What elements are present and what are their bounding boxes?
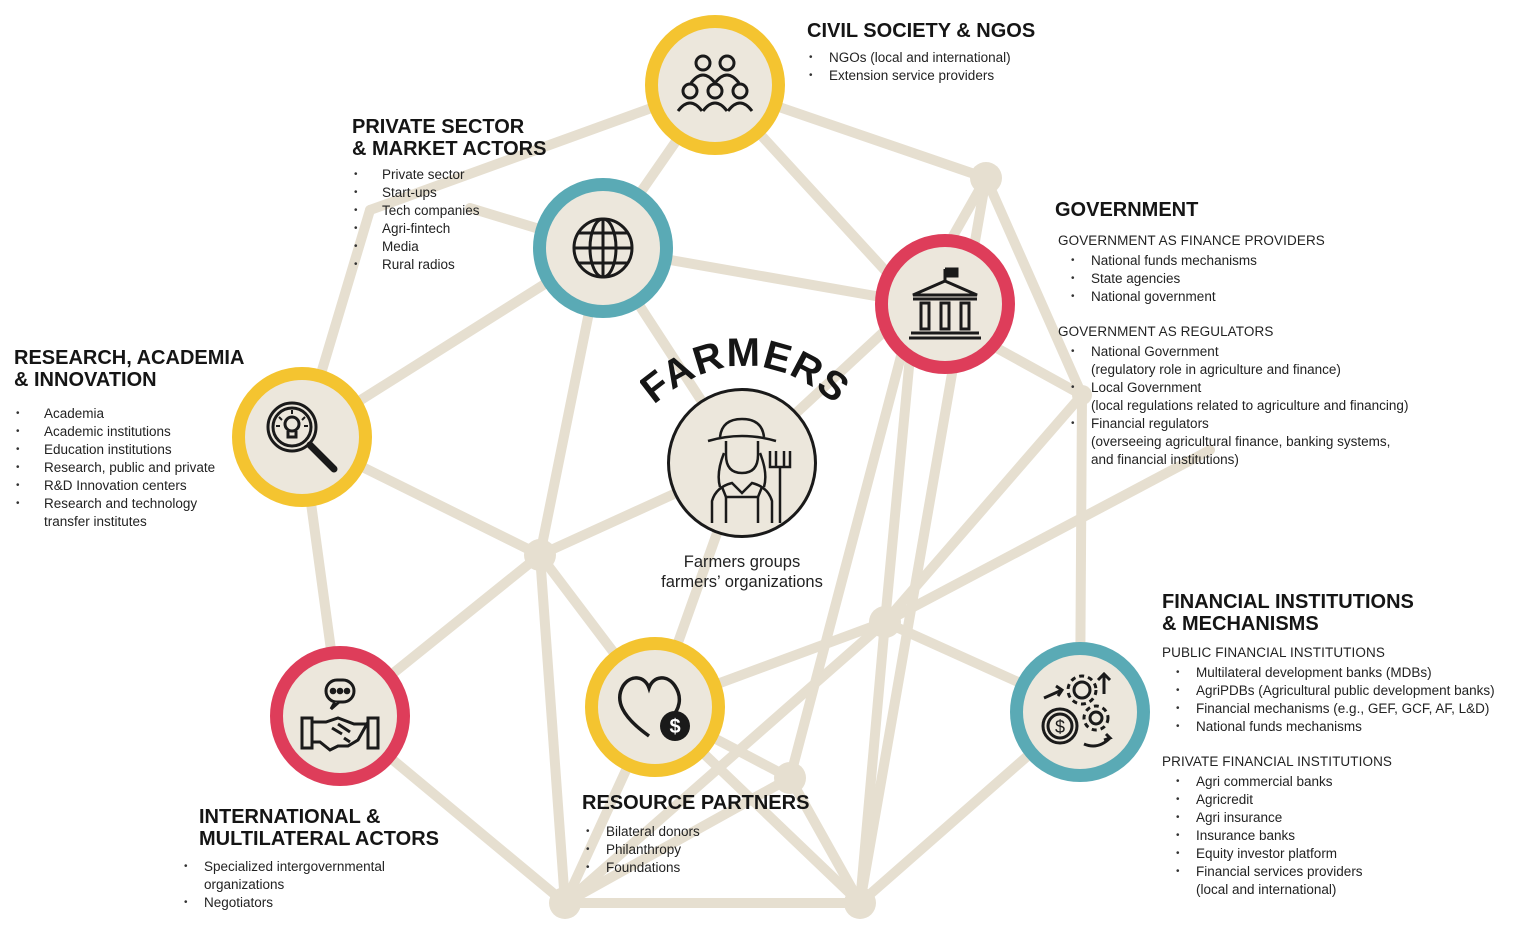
private-sector-node xyxy=(533,178,673,318)
list-item: Multilateral development banks (MDBs) xyxy=(1174,664,1522,682)
title-line: PRIVATE SECTOR xyxy=(352,116,525,138)
list-item: Bilateral donors xyxy=(584,823,809,841)
regulator-name: Local Government xyxy=(1091,380,1202,395)
title-line: & INNOVATION xyxy=(14,369,157,391)
list-item: Negotiators xyxy=(182,894,439,912)
list-item: Academic institutions xyxy=(14,423,244,441)
list-item: Start-ups xyxy=(352,184,546,202)
financial-block: FINANCIAL INSTITUTIONS & MECHANISMS PUBL… xyxy=(1162,591,1522,899)
list-item: Education institutions xyxy=(14,441,244,459)
farmers-node xyxy=(667,388,817,538)
private-sector-block: PRIVATE SECTOR & MARKET ACTORS Private s… xyxy=(352,116,546,274)
international-block: INTERNATIONAL & MULTILATERAL ACTORS Spec… xyxy=(184,806,439,912)
list-item-continuation: transfer institutes xyxy=(44,514,147,529)
government-finance-heading: GOVERNMENT AS FINANCE PROVIDERS xyxy=(1058,233,1325,248)
heart-dollar-icon: $ xyxy=(618,676,690,741)
farmer-with-pitchfork-icon xyxy=(707,417,792,523)
title-line: INTERNATIONAL & xyxy=(199,806,381,828)
resource-partners-block: RESOURCE PARTNERS Bilateral donors Phila… xyxy=(582,792,809,877)
civil-society-node xyxy=(645,15,785,155)
regulator-detail: (local regulations related to agricultur… xyxy=(1091,398,1409,413)
list-item: Agricredit xyxy=(1174,791,1522,809)
government-node xyxy=(875,234,1015,374)
financial-title: FINANCIAL INSTITUTIONS & MECHANISMS xyxy=(1162,591,1522,635)
list-item: Foundations xyxy=(584,859,809,877)
list-item: Equity investor platform xyxy=(1174,845,1522,863)
title-line: FINANCIAL INSTITUTIONS xyxy=(1162,591,1414,613)
list-item: Extension service providers xyxy=(807,67,1035,85)
regulator-detail: and financial institutions) xyxy=(1091,452,1239,467)
government-regulators-heading: GOVERNMENT AS REGULATORS xyxy=(1058,324,1274,339)
list-item: Agri-fintech xyxy=(352,220,546,238)
list-item: Agri commercial banks xyxy=(1174,773,1522,791)
international-title: INTERNATIONAL & MULTILATERAL ACTORS xyxy=(199,806,439,850)
title-line: & MARKET ACTORS xyxy=(352,138,547,160)
title-line: MULTILATERAL ACTORS xyxy=(199,828,439,850)
farmers-subtitle: Farmers groups farmers’ organizations xyxy=(620,552,864,592)
list-item: AgriPDBs (Agricultural public developmen… xyxy=(1174,682,1522,700)
title-line: RESEARCH, ACADEMIA xyxy=(14,347,245,369)
list-item-continuation: organizations xyxy=(204,877,285,892)
civil-society-title: CIVIL SOCIETY & NGOS xyxy=(807,20,1036,42)
magnifier-lightbulb-icon xyxy=(266,401,338,473)
list-item: National funds mechanisms xyxy=(1069,252,1515,270)
research-node xyxy=(232,367,372,507)
government-block: GOVERNMENT GOVERNMENT AS FINANCE PROVIDE… xyxy=(1055,199,1515,469)
title-line: & MECHANISMS xyxy=(1162,613,1319,635)
list-item: Financial services providers xyxy=(1174,863,1522,881)
list-item: Philanthropy xyxy=(584,841,809,859)
list-item: Local Government (local regulations rela… xyxy=(1069,379,1515,415)
financial-public-heading: PUBLIC FINANCIAL INSTITUTIONS xyxy=(1162,645,1385,660)
list-item: NGOs (local and international) xyxy=(807,49,1035,67)
list-item: National Government (regulatory role in … xyxy=(1069,343,1515,379)
farmers-subtitle-line: farmers’ organizations xyxy=(661,573,823,591)
list-item: Research, public and private xyxy=(14,459,244,477)
list-item: Academia xyxy=(14,405,244,423)
government-building-icon xyxy=(909,267,981,340)
globe-icon xyxy=(572,217,634,279)
civil-society-block: CIVIL SOCIETY & NGOS NGOs (local and int… xyxy=(807,20,1035,85)
handshake-chat-icon xyxy=(300,678,380,752)
list-item: National funds mechanisms xyxy=(1174,718,1522,736)
regulator-detail: (overseeing agricultural finance, bankin… xyxy=(1091,434,1391,449)
list-item: State agencies xyxy=(1069,270,1515,288)
financial-private-heading: PRIVATE FINANCIAL INSTITUTIONS xyxy=(1162,754,1393,769)
svg-text:$: $ xyxy=(1055,717,1065,737)
list-item: Tech companies xyxy=(352,202,546,220)
list-item: Private sector xyxy=(352,166,546,184)
research-block: RESEARCH, ACADEMIA & INNOVATION Academia… xyxy=(14,347,244,531)
farmers-subtitle-line: Farmers groups xyxy=(683,553,801,571)
international-node xyxy=(270,646,410,786)
list-item: Financial mechanisms (e.g., GEF, GCF, AF… xyxy=(1174,700,1522,718)
research-title: RESEARCH, ACADEMIA & INNOVATION xyxy=(14,347,244,391)
financial-institutions-node: $ xyxy=(1010,642,1150,782)
regulator-name: National Government xyxy=(1091,344,1219,359)
gears-dollar-icon: $ xyxy=(1041,672,1113,748)
list-item: Specialized intergovernmental xyxy=(182,858,439,876)
regulator-name: Financial regulators xyxy=(1091,416,1209,431)
list-item: Rural radios xyxy=(352,256,546,274)
list-item-continuation: (local and international) xyxy=(1196,882,1337,897)
resource-partners-node: $ xyxy=(585,637,725,777)
list-item: National government xyxy=(1069,288,1515,306)
svg-text:$: $ xyxy=(669,716,680,738)
people-group-icon xyxy=(676,54,754,112)
government-title: GOVERNMENT xyxy=(1055,199,1199,221)
list-item: Insurance banks xyxy=(1174,827,1522,845)
regulator-detail: (regulatory role in agriculture and fina… xyxy=(1091,362,1341,377)
list-item: Agri insurance xyxy=(1174,809,1522,827)
resource-partners-title: RESOURCE PARTNERS xyxy=(582,792,810,814)
list-item: Media xyxy=(352,238,546,256)
list-item: Financial regulators (overseeing agricul… xyxy=(1069,415,1515,469)
list-item: R&D Innovation centers xyxy=(14,477,244,495)
private-sector-title: PRIVATE SECTOR & MARKET ACTORS xyxy=(352,116,546,160)
list-item: Research and technology xyxy=(14,495,244,513)
